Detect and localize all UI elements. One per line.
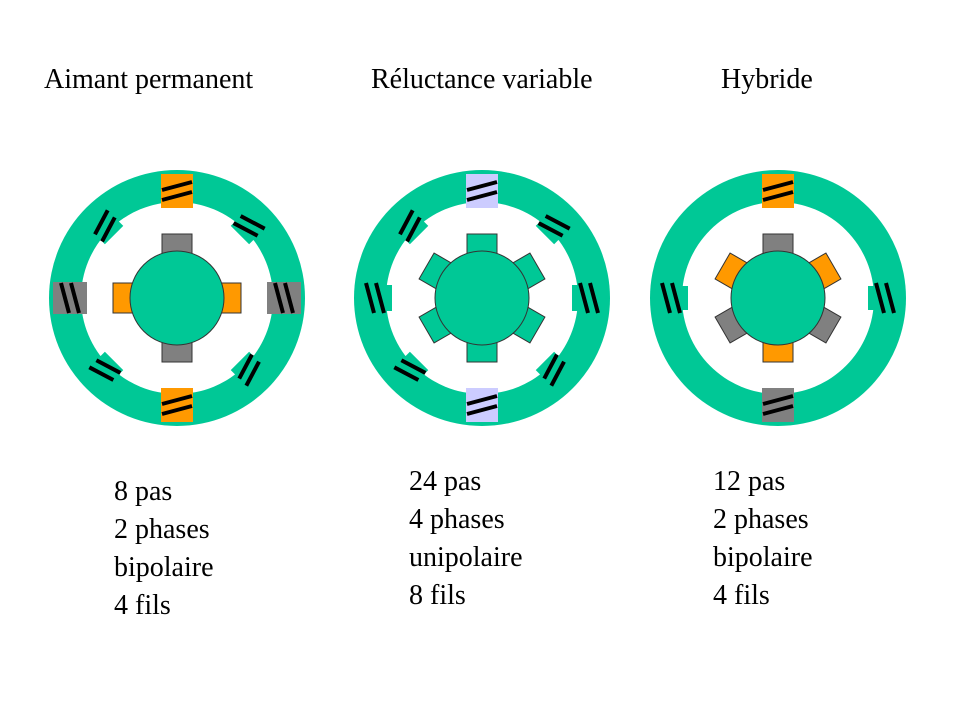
stator-coil — [161, 394, 193, 416]
coil-wire — [762, 394, 794, 406]
coil-wire — [237, 353, 254, 380]
motor-title-variable-reluctance: Réluctance variable — [371, 64, 593, 95]
stator-coil — [578, 282, 600, 314]
coil-wire — [93, 209, 110, 236]
stator-coil — [466, 394, 498, 416]
stator-coil — [364, 282, 386, 314]
coil-wire — [273, 282, 285, 314]
hybrid-motor-diagram — [650, 170, 906, 426]
pole-body — [161, 174, 193, 208]
spec-phases: 2 phases — [713, 504, 809, 535]
stator-coil — [237, 353, 261, 387]
spec-phases: 2 phases — [114, 514, 210, 545]
stator-coil — [161, 180, 193, 202]
coil-wire — [762, 180, 794, 192]
spec-polarity: bipolaire — [713, 542, 813, 573]
coil-wire — [578, 282, 590, 314]
coil-wire — [537, 221, 564, 238]
pole-body — [762, 174, 794, 208]
coil-wire — [466, 394, 498, 406]
coil-wire — [762, 404, 794, 416]
spec-steps: 12 pas — [713, 466, 786, 497]
coil-wire — [88, 365, 115, 382]
coil-wire — [364, 282, 376, 314]
coil-wire — [161, 404, 193, 416]
stator-coil — [273, 282, 295, 314]
specs-hybrid: 12 pas 2 phases bipolaire 4 fils — [713, 463, 813, 615]
specs-variable-reluctance: 24 pas 4 phases unipolaire 8 fils — [409, 463, 523, 615]
coil-wire — [670, 282, 682, 314]
pole-body — [466, 174, 498, 208]
coil-wire — [239, 214, 266, 231]
coil-wire — [69, 282, 81, 314]
stator-coil — [537, 214, 571, 238]
stator-coil — [59, 282, 81, 314]
spec-steps: 8 pas — [114, 476, 173, 507]
stator-coil — [88, 358, 122, 382]
coil-wire — [762, 190, 794, 202]
motor-title-permanent-magnet: Aimant permanent — [44, 64, 254, 95]
spec-wires: 4 fils — [713, 580, 770, 611]
coil-wire — [283, 282, 295, 314]
spec-wires: 8 fils — [409, 580, 466, 611]
spec-steps: 24 pas — [409, 466, 482, 497]
coil-wire — [405, 216, 422, 243]
rotor-core — [730, 250, 826, 346]
coil-wire — [660, 282, 672, 314]
stator-coil — [660, 282, 682, 314]
rotor-core — [129, 250, 225, 346]
pole-body — [466, 388, 498, 422]
stator-coil — [874, 282, 896, 314]
stator-pole-bottom — [762, 388, 794, 422]
stator-pole-bottom — [466, 388, 498, 422]
stator-coil — [466, 180, 498, 202]
coil-wire — [398, 209, 415, 236]
coil-wire — [466, 190, 498, 202]
specs-permanent-magnet: 8 pas 2 phases bipolaire 4 fils — [114, 473, 214, 625]
variable-reluctance-motor-diagram — [354, 170, 610, 426]
stator-coil — [398, 209, 422, 243]
coil-wire — [466, 404, 498, 416]
coil-wire — [544, 214, 571, 231]
stator-pole-bottom — [161, 388, 193, 422]
stator-pole-top — [762, 174, 794, 208]
coil-wire — [59, 282, 71, 314]
coil-wire — [161, 190, 193, 202]
coil-wire — [161, 394, 193, 406]
coil-wire — [549, 360, 566, 387]
pole-body — [762, 388, 794, 422]
pole-body — [161, 388, 193, 422]
permanent-magnet-motor-diagram — [49, 170, 305, 426]
stator-coil — [762, 180, 794, 202]
spec-wires: 4 fils — [114, 590, 171, 621]
stator-pole-top — [161, 174, 193, 208]
coil-wire — [466, 180, 498, 192]
coil-wire — [95, 358, 122, 375]
coil-wire — [161, 180, 193, 192]
coil-wire — [393, 365, 420, 382]
stator-coil — [93, 209, 117, 243]
stator-coil — [762, 394, 794, 416]
coil-wire — [874, 282, 886, 314]
spec-polarity: unipolaire — [409, 542, 523, 573]
coil-wire — [588, 282, 600, 314]
coil-wire — [374, 282, 386, 314]
coil-wire — [400, 358, 427, 375]
coil-wire — [884, 282, 896, 314]
spec-phases: 4 phases — [409, 504, 505, 535]
stator-pole-top — [466, 174, 498, 208]
spec-polarity: bipolaire — [114, 552, 214, 583]
motor-title-hybrid: Hybride — [721, 64, 813, 95]
coil-wire — [232, 221, 259, 238]
coil-wire — [244, 360, 261, 387]
coil-wire — [100, 216, 117, 243]
stator-coil — [393, 358, 427, 382]
coil-wire — [542, 353, 559, 380]
stator-coil — [232, 214, 266, 238]
stator-coil — [542, 353, 566, 387]
rotor-core — [434, 250, 530, 346]
